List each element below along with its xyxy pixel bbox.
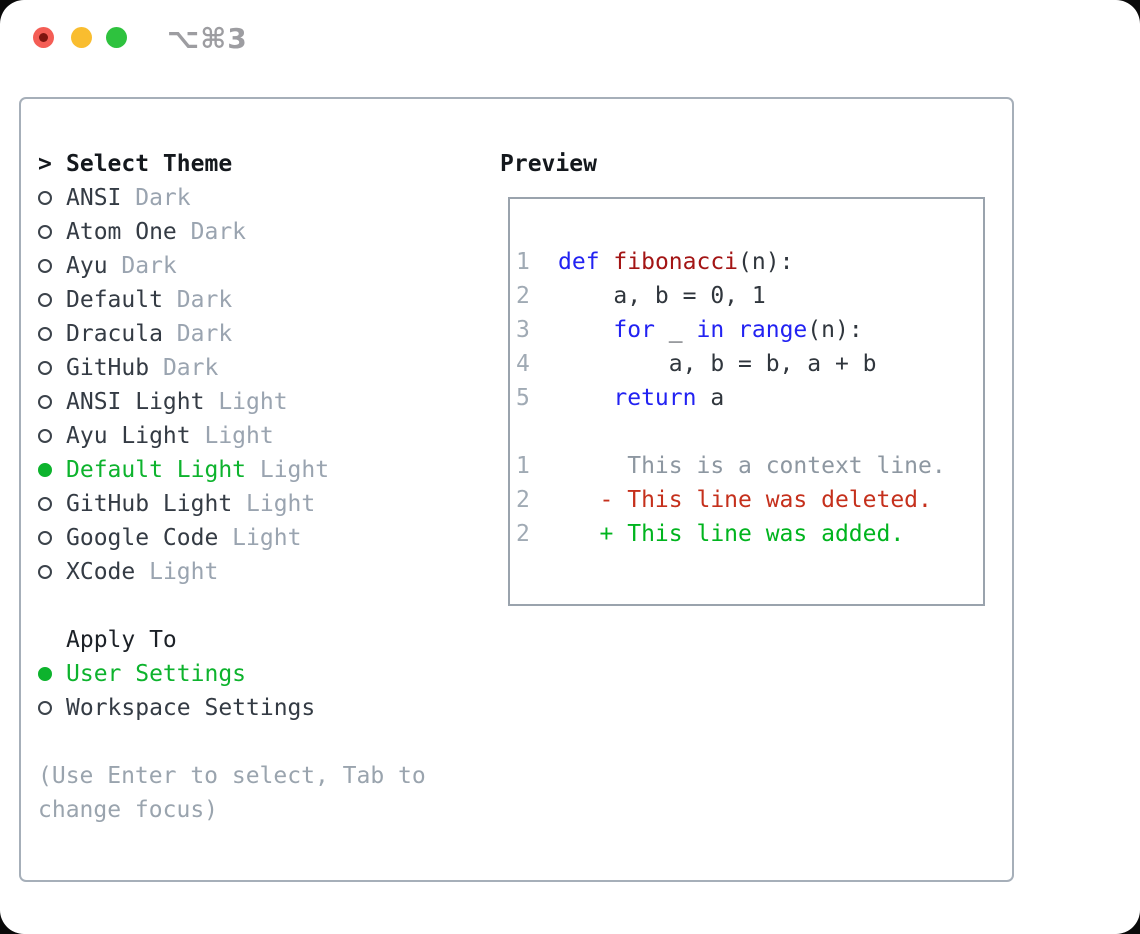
theme-item-ansi-light-light[interactable]: ANSI Light Light bbox=[38, 385, 488, 419]
line-number: 2 bbox=[516, 487, 530, 513]
line-number: 3 bbox=[516, 317, 530, 343]
code-line: 5 return a bbox=[516, 381, 983, 415]
radio-selected-icon bbox=[38, 453, 66, 487]
item-label: Default bbox=[66, 287, 163, 313]
select-theme-header: > Select Theme bbox=[38, 147, 488, 181]
item-label: XCode bbox=[66, 559, 136, 585]
variant-badge: Dark bbox=[162, 287, 233, 313]
item-label: User Settings bbox=[66, 661, 247, 687]
item-label: Ayu Light bbox=[66, 423, 191, 449]
item-label: ANSI bbox=[66, 185, 122, 211]
code-line: 2 + This line was added. bbox=[516, 517, 983, 551]
close-dot-icon bbox=[39, 33, 48, 42]
theme-item-github-light-light[interactable]: GitHub Light Light bbox=[38, 487, 488, 521]
spacer bbox=[38, 589, 488, 623]
item-label: Dracula bbox=[66, 321, 163, 347]
radio-icon bbox=[38, 249, 66, 283]
select-theme-label: Select Theme bbox=[66, 151, 233, 177]
apply-to-label: Apply To bbox=[66, 627, 177, 653]
variant-badge: Light bbox=[246, 457, 330, 483]
radio-icon bbox=[38, 487, 66, 521]
theme-item-dracula-dark[interactable]: Dracula Dark bbox=[38, 317, 488, 351]
code-line: 3 for _ in range(n): bbox=[516, 313, 983, 347]
line-number: 2 bbox=[516, 283, 530, 309]
item-label: GitHub Light bbox=[66, 491, 233, 517]
theme-item-ayu-dark[interactable]: Ayu Dark bbox=[38, 249, 488, 283]
variant-badge: Dark bbox=[176, 219, 247, 245]
theme-item-github-dark[interactable]: GitHub Dark bbox=[38, 351, 488, 385]
variant-badge: Light bbox=[204, 389, 288, 415]
item-label: Google Code bbox=[66, 525, 219, 551]
keyboard-hint-line-1: (Use Enter to select, Tab to bbox=[38, 763, 426, 789]
variant-badge: Dark bbox=[121, 185, 191, 211]
variant-badge: Dark bbox=[107, 253, 177, 279]
radio-icon bbox=[38, 215, 66, 249]
variant-badge: Light bbox=[190, 423, 274, 449]
code-line: 2 - This line was deleted. bbox=[516, 483, 983, 517]
line-number: 4 bbox=[516, 351, 530, 377]
radio-icon bbox=[38, 691, 66, 725]
theme-item-ayu-light-light[interactable]: Ayu Light Light bbox=[38, 419, 488, 453]
theme-item-default-dark[interactable]: Default Dark bbox=[38, 283, 488, 317]
item-label: Atom One bbox=[66, 219, 177, 245]
line-number: 5 bbox=[516, 385, 530, 411]
theme-item-default-light-light[interactable]: Default Light Light bbox=[38, 453, 488, 487]
apply-option-user-settings[interactable]: User Settings bbox=[38, 657, 488, 691]
radio-icon bbox=[38, 283, 66, 317]
item-label: Default Light bbox=[66, 457, 247, 483]
item-label: Ayu bbox=[66, 253, 108, 279]
close-button[interactable] bbox=[33, 27, 54, 48]
theme-item-ansi-dark[interactable]: ANSI Dark bbox=[38, 181, 488, 215]
item-label: ANSI Light bbox=[66, 389, 205, 415]
radio-icon bbox=[38, 317, 66, 351]
apply-option-workspace-settings[interactable]: Workspace Settings bbox=[38, 691, 488, 725]
line-number: 2 bbox=[516, 521, 530, 547]
line-number: 1 bbox=[516, 249, 530, 275]
line-number bbox=[516, 415, 558, 449]
variant-badge: Dark bbox=[162, 321, 233, 347]
variant-badge: Light bbox=[218, 525, 302, 551]
window-title: ⌥⌘3 bbox=[167, 22, 248, 55]
focus-pointer-icon: > bbox=[38, 151, 52, 177]
radio-icon bbox=[38, 351, 66, 385]
theme-item-google-code-light[interactable]: Google Code Light bbox=[38, 521, 488, 555]
code-line: 2 a, b = 0, 1 bbox=[516, 279, 983, 313]
variant-badge: Light bbox=[232, 491, 316, 517]
variant-badge: Dark bbox=[149, 355, 219, 381]
item-label: Workspace Settings bbox=[66, 695, 316, 721]
keyboard-hint-line-2: change focus) bbox=[38, 797, 219, 823]
theme-item-xcode-light[interactable]: XCode Light bbox=[38, 555, 488, 589]
zoom-button[interactable] bbox=[106, 27, 127, 48]
code-line: 1 This is a context line. bbox=[516, 449, 983, 483]
radio-icon bbox=[38, 385, 66, 419]
radio-icon bbox=[38, 419, 66, 453]
radio-icon bbox=[38, 181, 66, 215]
line-number: 1 bbox=[516, 453, 530, 479]
radio-icon bbox=[38, 521, 66, 555]
radio-selected-icon bbox=[38, 657, 66, 691]
minimize-button[interactable] bbox=[71, 27, 92, 48]
theme-item-atom-one-dark[interactable]: Atom One Dark bbox=[38, 215, 488, 249]
item-label: GitHub bbox=[66, 355, 150, 381]
spacer bbox=[38, 725, 488, 759]
window-titlebar: ⌥⌘3 bbox=[0, 0, 1140, 80]
code-line: 4 a, b = b, a + b bbox=[516, 347, 983, 381]
code-line bbox=[516, 415, 983, 449]
apply-to-header: Apply To bbox=[38, 623, 488, 657]
variant-badge: Light bbox=[135, 559, 219, 585]
radio-icon bbox=[38, 555, 66, 589]
preview-heading: Preview bbox=[500, 151, 597, 177]
